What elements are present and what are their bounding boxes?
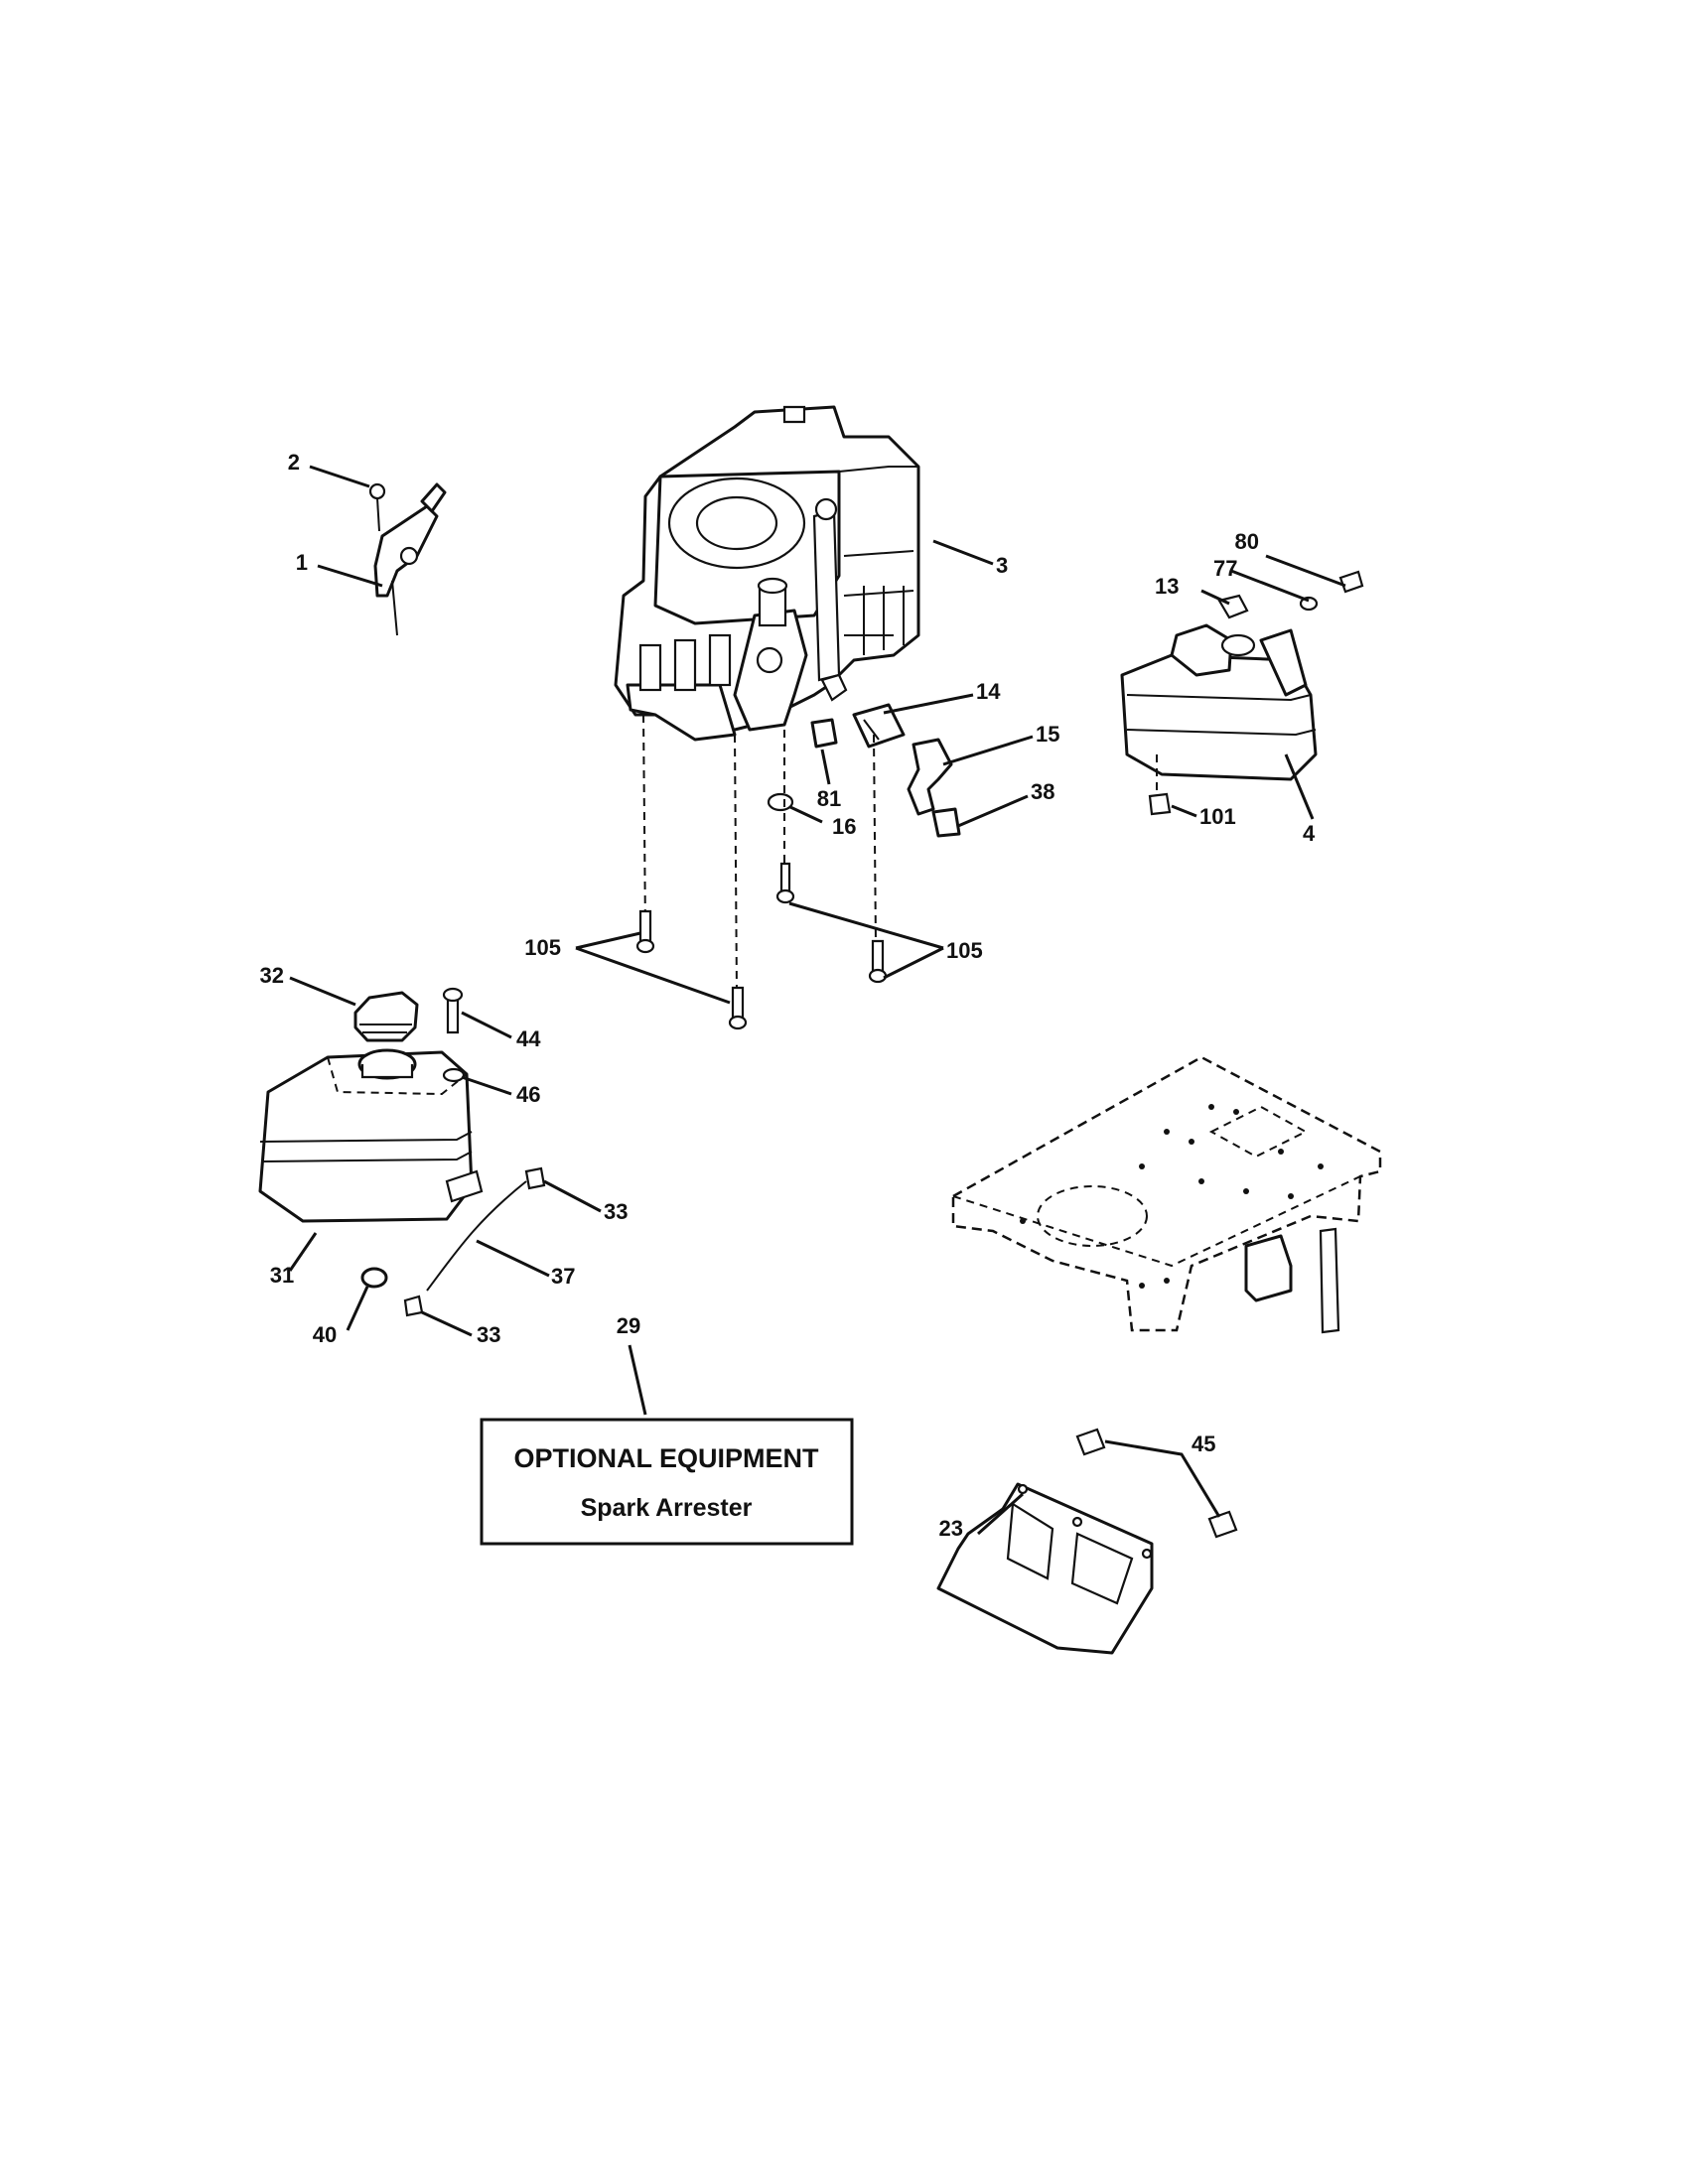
callout-15: 15 [1036, 722, 1059, 747]
callout-14: 14 [976, 679, 1001, 704]
muffler-part [1120, 570, 1364, 816]
callout-105-right: 105 [946, 938, 983, 963]
fuel-fittings [810, 703, 961, 838]
callout-3: 3 [996, 553, 1008, 578]
leader-lines-shield [977, 1439, 1221, 1536]
callout-45: 45 [1192, 1432, 1215, 1456]
callout-37: 37 [551, 1264, 575, 1289]
optional-equipment-title: OPTIONAL EQUIPMENT [513, 1443, 819, 1473]
callout-23: 23 [939, 1516, 963, 1541]
callout-31: 31 [270, 1263, 294, 1288]
callout-2: 2 [288, 450, 300, 475]
optional-equipment-box: OPTIONAL EQUIPMENT Spark Arrester [480, 1344, 854, 1546]
callout-32: 32 [260, 963, 284, 988]
engine-part [614, 405, 920, 742]
fuel-tank-part [258, 987, 546, 1317]
callout-105-left: 105 [524, 935, 561, 960]
callout-77: 77 [1213, 556, 1237, 581]
leader-lines-tank [288, 976, 602, 1337]
callout-81: 81 [817, 786, 841, 811]
callout-44: 44 [516, 1026, 541, 1051]
mounting-hardware [575, 714, 944, 1030]
callout-labels: 2 1 3 14 15 38 81 16 105 105 80 77 13 10… [260, 450, 1316, 1541]
shield-part [936, 1428, 1238, 1655]
callout-29: 29 [617, 1313, 640, 1338]
callout-4: 4 [1303, 821, 1316, 846]
callout-38: 38 [1031, 779, 1054, 804]
callout-46: 46 [516, 1082, 540, 1107]
callout-33-upper: 33 [604, 1199, 628, 1224]
chassis-reference [951, 1055, 1382, 1334]
callout-16: 16 [832, 814, 856, 839]
leader-lines-muffler [1171, 554, 1346, 820]
throttle-control-part [368, 482, 447, 636]
callout-33-lower: 33 [477, 1322, 500, 1347]
leader-lines-left [309, 465, 383, 588]
leader-lines-fittings [820, 693, 1034, 828]
callout-1: 1 [296, 550, 308, 575]
callout-101: 101 [1199, 804, 1236, 829]
callout-13: 13 [1155, 574, 1179, 599]
callout-80: 80 [1235, 529, 1259, 554]
optional-equipment-subtitle: Spark Arrester [581, 1494, 753, 1522]
leader-line-3 [932, 539, 994, 566]
callout-40: 40 [313, 1322, 337, 1347]
